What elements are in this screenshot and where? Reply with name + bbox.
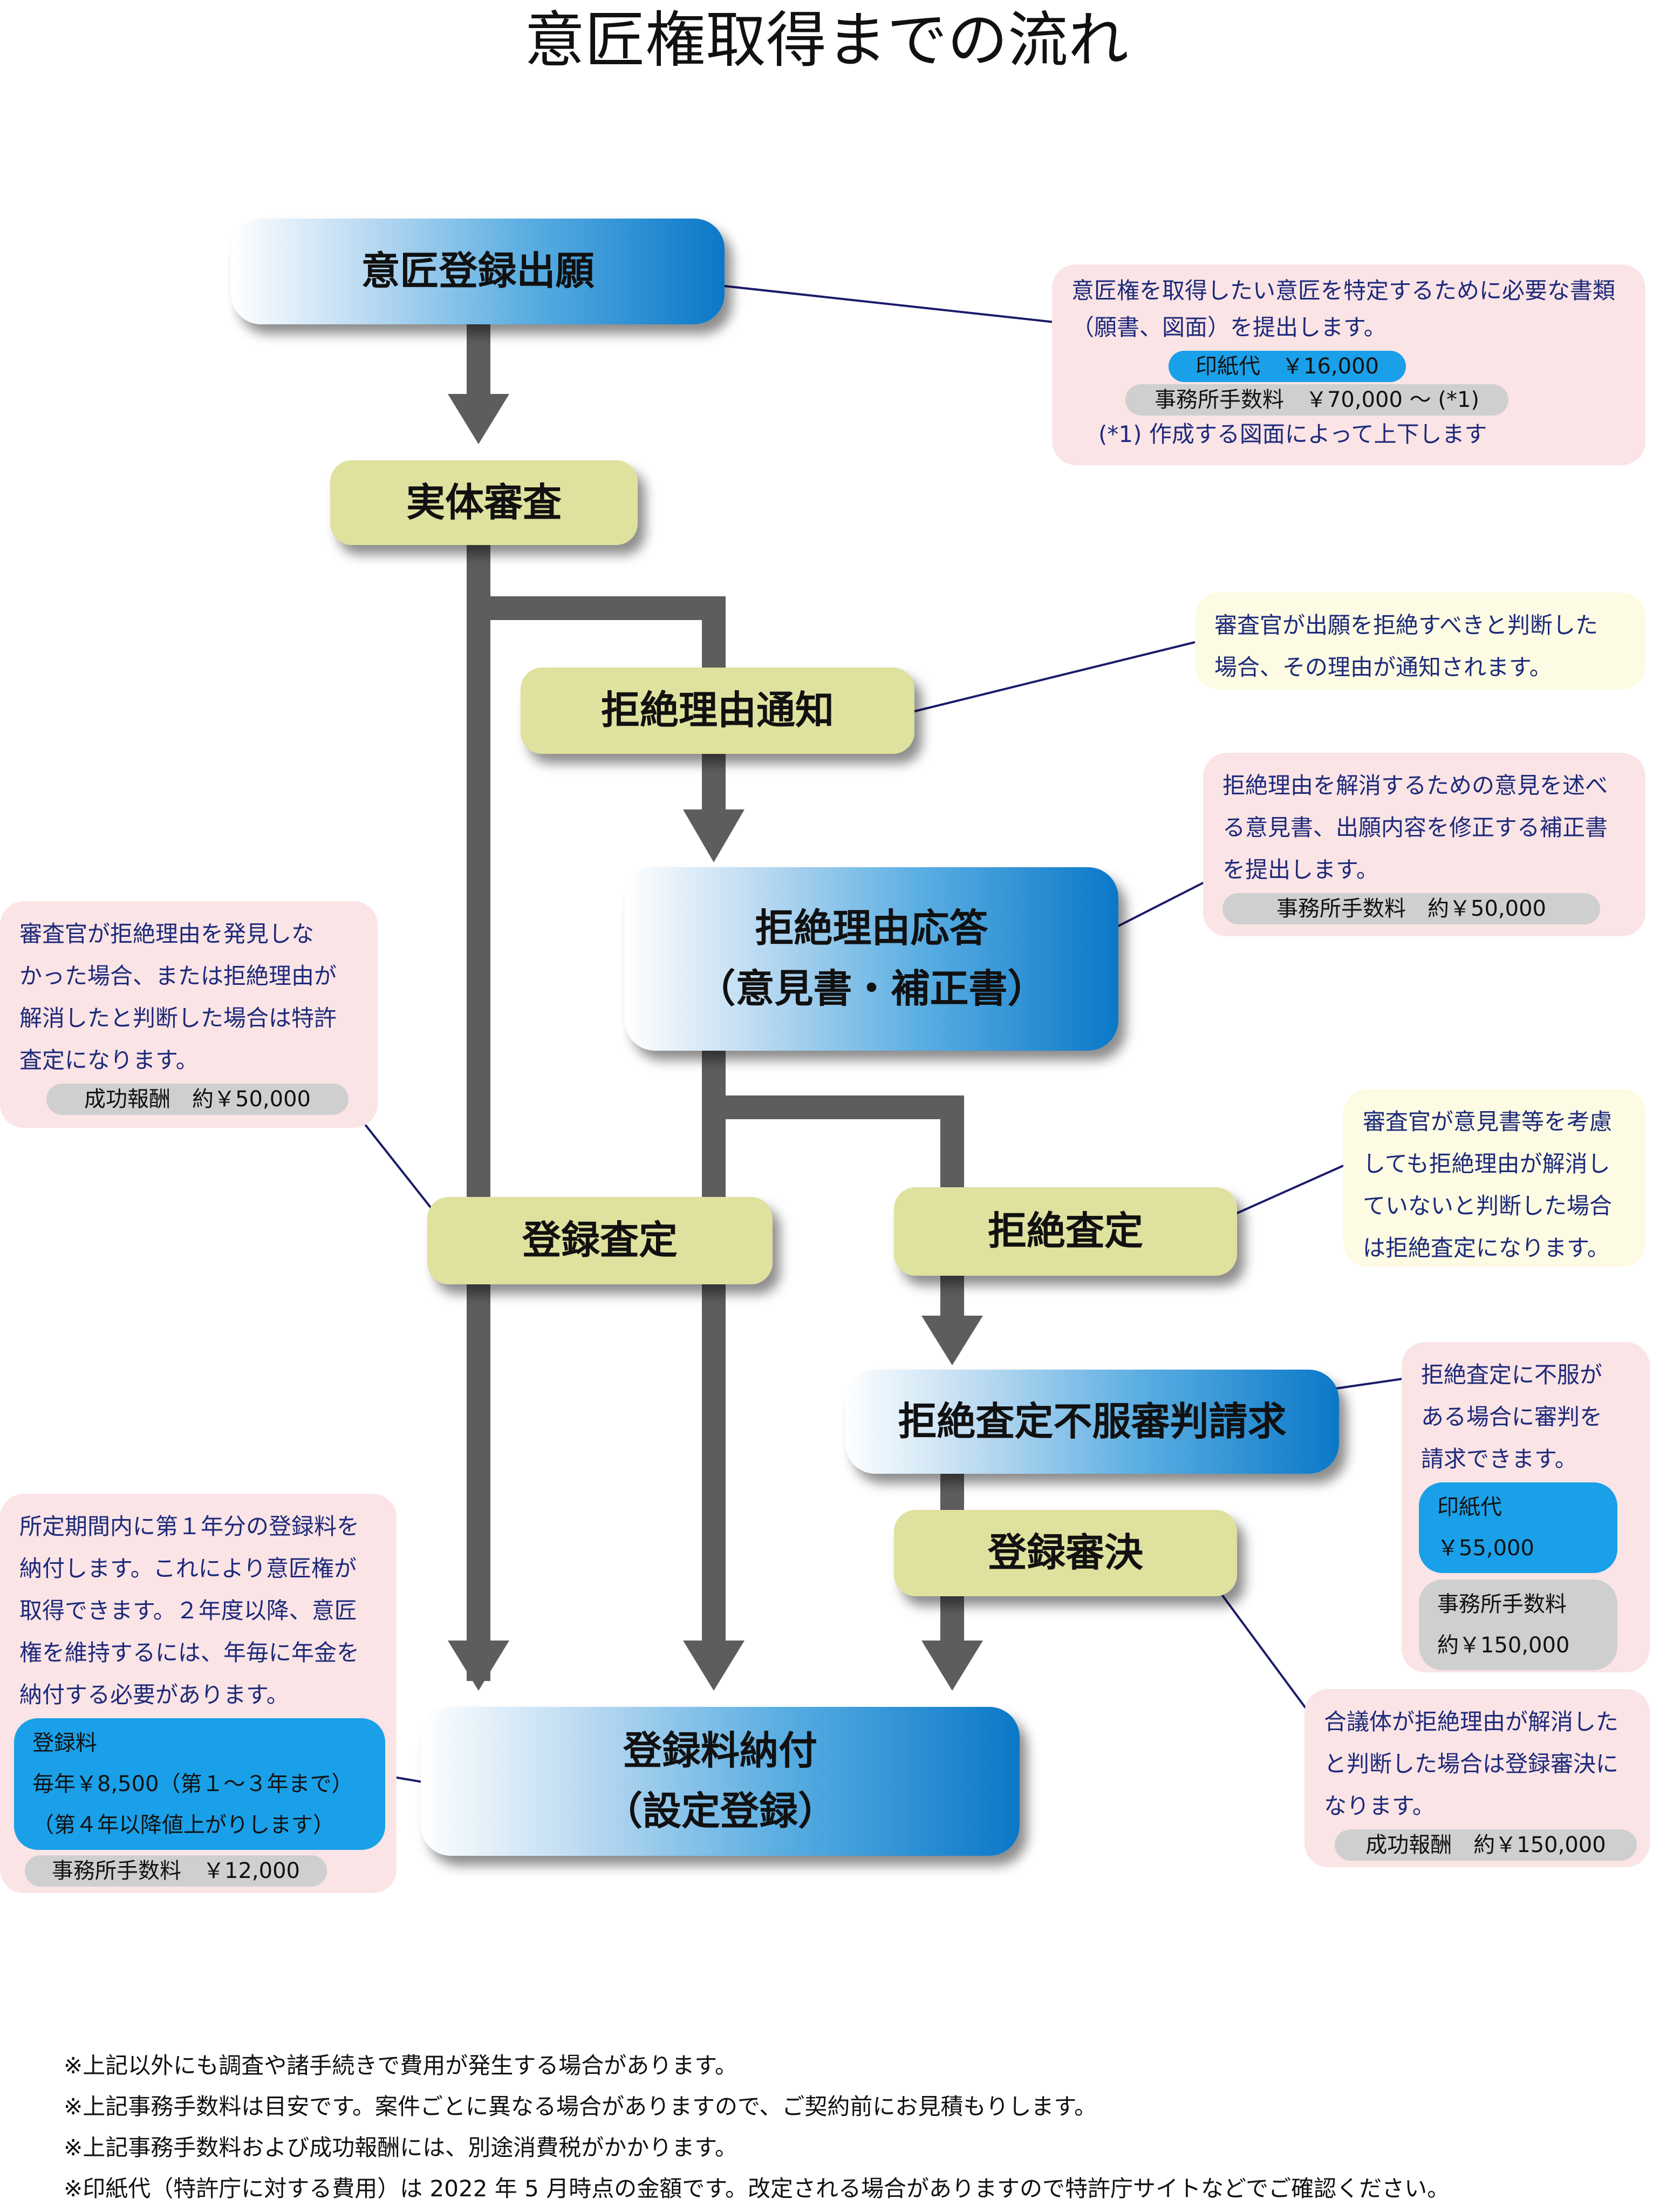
footnote-1: ※上記以外にも調査や諸手続きで費用が発生する場合があります。 (64, 2052, 737, 2079)
note-payment-fee-line-1: 毎年￥8,500（第１～３年まで） (32, 1772, 353, 1796)
leader-application (699, 282, 1055, 323)
step-payment-label-1: 登録料納付 (623, 1728, 817, 1774)
flow-line-branch-vertical (702, 596, 726, 672)
leader-appeal-decision (1213, 1583, 1307, 1709)
step-rejection-decision: 拒絶査定 (894, 1187, 1237, 1276)
note-application-line-2: （願書、図面）を提出します。 (1071, 314, 1386, 341)
flow-arrowhead-decision-to-payment (921, 1641, 983, 1691)
note-application: 意匠権を取得したい意匠を特定するために必要な書類 （願書、図面）を提出します。 … (1052, 264, 1645, 465)
step-payment-label-2: （設定登録） (603, 1788, 837, 1834)
step-payment: 登録料納付 （設定登録） (421, 1707, 1020, 1856)
flow-arrowhead-to-examination (448, 394, 509, 444)
note-application-office-fee: 事務所手数料 ￥70,000 ～ (*1) (1125, 384, 1508, 416)
note-appeal-stamp-fee: 印紙代 ￥55,000 (1419, 1482, 1617, 1573)
note-response-line-3: を提出します。 (1222, 856, 1379, 883)
note-payment-line-1: 所定期間内に第１年分の登録料を (19, 1513, 360, 1540)
note-response-office-fee: 事務所手数料 約￥50,000 (1222, 893, 1600, 924)
note-rejection-notice: 審査官が出願を拒絶すべきと判断した 場合、その理由が通知されます。 (1195, 593, 1645, 690)
note-rejection-decision-line-2: しても拒絶理由が解消し (1363, 1151, 1610, 1177)
step-registration-decision: 登録査定 (427, 1197, 773, 1284)
note-response: 拒絶理由を解消するための意見を述べ る意見書、出願内容を修正する補正書 を提出し… (1203, 753, 1645, 936)
note-appeal-line-3: 請求できます。 (1421, 1446, 1577, 1472)
note-payment-office-fee: 事務所手数料 ￥12,000 (25, 1855, 327, 1887)
step-appeal-label: 拒絶査定不服審判請求 (898, 1398, 1287, 1444)
note-appeal-decision-line-2: と判断した場合は登録審決に (1324, 1751, 1619, 1777)
note-registration-decision-success-fee: 成功報酬 約￥50,000 (46, 1084, 349, 1115)
step-examination: 実体審査 (330, 460, 638, 545)
step-application: 意匠登録出願 (231, 219, 725, 324)
step-response: 拒絶理由応答 （意見書・補正書） (625, 867, 1118, 1051)
flow-arrowhead-main-to-payment (448, 1641, 509, 1691)
note-appeal-decision-line-3: なります。 (1324, 1793, 1435, 1819)
note-appeal-stamp-value: ￥55,000 (1437, 1536, 1534, 1561)
footnote-2: ※上記事務手数料は目安です。案件ごとに異なる場合がありますので、ご契約前にお見積… (64, 2093, 1097, 2120)
flow-arrowhead-to-response (683, 809, 744, 862)
note-payment-fee-line-2: （第４年以降値上がりします） (32, 1813, 334, 1837)
note-rejection-notice-line-1: 審査官が出願を拒絶すべきと判断した (1214, 612, 1599, 638)
flow-line-application-to-examination (467, 324, 490, 399)
flow-arrowhead-to-appeal (921, 1316, 983, 1365)
flow-line-main-trunk (467, 545, 490, 1681)
note-payment-line-3: 取得できます。２年度以降、意匠 (19, 1597, 357, 1624)
flow-line-branch2-horizontal (702, 1095, 964, 1119)
note-rejection-decision: 審査官が意見書等を考慮 しても拒絶理由が解消し ていないと判断した場合 は拒絶査… (1343, 1089, 1645, 1267)
note-registration-decision-line-2: かった場合、または拒絶理由が (19, 963, 337, 989)
step-appeal-decision: 登録審決 (894, 1510, 1237, 1596)
note-registration-decision-line-4: 査定になります。 (19, 1047, 199, 1073)
step-application-label: 意匠登録出願 (361, 248, 595, 294)
step-rejection-notice: 拒絶理由通知 (521, 668, 914, 754)
note-response-line-2: る意見書、出願内容を修正する補正書 (1222, 814, 1608, 841)
note-payment-fee-label: 登録料 (32, 1731, 97, 1755)
footnote-3: ※上記事務手数料および成功報酬には、別途消費税がかかります。 (64, 2134, 737, 2161)
note-appeal-line-1: 拒絶査定に不服が (1421, 1362, 1603, 1388)
note-appeal-line-2: ある場合に審判を (1421, 1404, 1603, 1430)
note-appeal-decision-line-1: 合議体が拒絶理由が解消した (1324, 1709, 1619, 1735)
note-application-stamp-fee: 印紙代 ￥16,000 (1169, 351, 1406, 382)
note-rejection-decision-line-1: 審査官が意見書等を考慮 (1363, 1108, 1613, 1135)
note-appeal-decision-success-fee: 成功報酬 約￥150,000 (1335, 1829, 1637, 1861)
note-application-line-1: 意匠権を取得したい意匠を特定するために必要な書類 (1071, 277, 1616, 304)
step-response-label-2: （意見書・補正書） (696, 966, 1047, 1011)
leader-rejection-decision (1226, 1165, 1344, 1219)
flow-arrowhead-response-to-payment (683, 1641, 744, 1691)
page-title: 意匠権取得までの流れ (524, 5, 1129, 76)
step-registration-decision-label: 登録査定 (522, 1217, 678, 1263)
flow-line-notice-to-response (702, 750, 726, 820)
note-appeal-office-label: 事務所手数料 (1437, 1592, 1567, 1617)
note-rejection-decision-line-3: ていないと判断した場合 (1363, 1193, 1613, 1219)
footnotes: ※上記以外にも調査や諸手続きで費用が発生する場合があります。 ※上記事務手数料は… (64, 2045, 1450, 2209)
note-appeal-office-fee: 事務所手数料 約￥150,000 (1419, 1580, 1617, 1670)
step-examination-label: 実体審査 (406, 479, 562, 525)
step-appeal: 拒絶査定不服審判請求 (845, 1370, 1339, 1474)
note-appeal-decision: 合議体が拒絶理由が解消した と判断した場合は登録審決に なります。 成功報酬 約… (1304, 1689, 1650, 1867)
note-appeal-stamp-label: 印紙代 (1437, 1495, 1502, 1520)
note-payment-line-2: 納付します。これにより意匠権が (19, 1555, 357, 1582)
note-registration-decision-line-3: 解消したと判断した場合は特許 (19, 1005, 337, 1031)
leader-registration-decision (350, 1105, 443, 1223)
flow-line-branch2-vertical (940, 1095, 964, 1193)
note-payment: 所定期間内に第１年分の登録料を 納付します。これにより意匠権が 取得できます。２… (0, 1494, 397, 1893)
step-appeal-decision-label: 登録審決 (987, 1530, 1143, 1576)
note-response-line-1: 拒絶理由を解消するための意見を述べ (1222, 772, 1608, 799)
note-appeal: 拒絶査定に不服が ある場合に審判を 請求できます。 印紙代 ￥55,000 事務… (1402, 1342, 1650, 1672)
leader-rejection-notice (899, 641, 1196, 716)
step-rejection-notice-label: 拒絶理由通知 (600, 688, 834, 733)
note-rejection-decision-line-4: は拒絶査定になります。 (1363, 1235, 1610, 1261)
note-payment-line-5: 納付する必要があります。 (19, 1682, 289, 1708)
note-payment-registration-fee: 登録料 毎年￥8,500（第１～３年まで） （第４年以降値上がりします） (14, 1718, 385, 1850)
note-payment-line-4: 権を維持するには、年毎に年金を (19, 1639, 360, 1666)
note-appeal-office-value: 約￥150,000 (1437, 1633, 1570, 1658)
step-response-label-1: 拒絶理由応答 (755, 906, 988, 951)
note-rejection-notice-line-2: 場合、その理由が通知されます。 (1214, 654, 1552, 680)
note-application-footnote: (*1) 作成する図面によって上下します (1098, 421, 1487, 447)
footnote-4: ※印紙代（特許庁に対する費用）は 2022 年 5 月時点の金額です。改定される… (64, 2175, 1450, 2202)
note-registration-decision-line-1: 審査官が拒絶理由を発見しな (19, 921, 315, 947)
note-registration-decision: 審査官が拒絶理由を発見しな かった場合、または拒絶理由が 解消したと判断した場合… (0, 901, 378, 1128)
flow-line-branch-horizontal (467, 596, 726, 620)
step-rejection-decision-label: 拒絶査定 (987, 1208, 1143, 1254)
flow-line-decision-to-payment (940, 1592, 964, 1646)
flow-line-response-to-payment (702, 1047, 726, 1646)
